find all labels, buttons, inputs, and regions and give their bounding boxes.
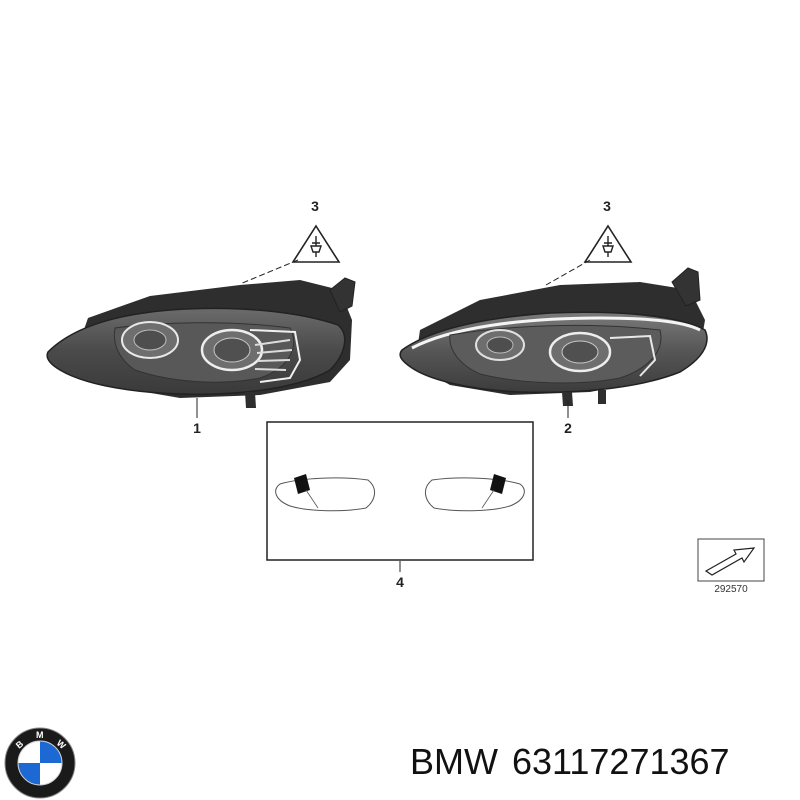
callout-1: 1 [193,420,201,436]
part-number: 63117271367 [511,741,730,782]
callout-2: 2 [564,420,572,436]
right-headlight [399,267,708,406]
warning-triangle-left [291,224,341,263]
callout-3-left: 3 [311,198,319,214]
leader-lines [196,259,591,572]
inset-box [266,421,534,561]
diagram-code: 292570 [714,584,748,595]
callout-4: 4 [396,574,404,590]
warning-triangle-right [583,224,633,263]
callout-3-right: 3 [603,198,611,214]
logo-letter-b: B [14,738,26,750]
left-headlight [46,277,356,408]
bmw-logo: B M W [4,727,76,799]
brand-name: BMW [410,741,498,782]
part-caption: BMW 63117271367 [410,740,790,784]
diagram-reference-icon [697,538,765,582]
logo-letter-m: M [36,730,44,740]
